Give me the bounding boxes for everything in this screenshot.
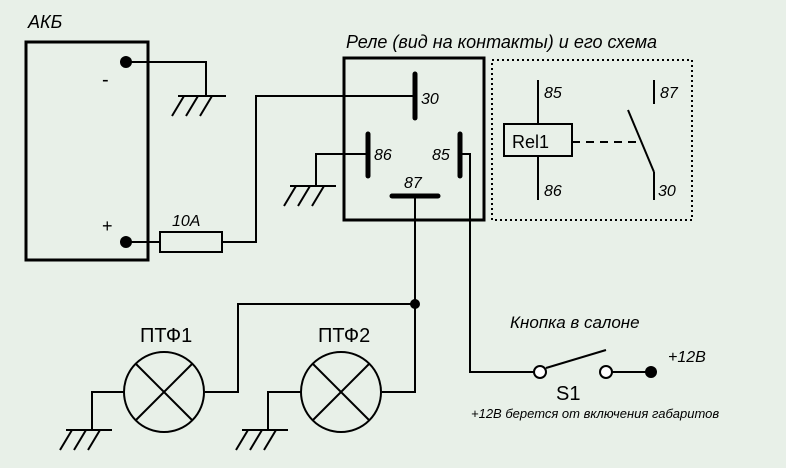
- lamp-2-label: ПТФ2: [318, 325, 370, 347]
- switch-label: S1: [556, 383, 580, 405]
- ground-icon: [283, 185, 336, 207]
- fog-lamp-2: [300, 351, 382, 433]
- battery: АКБ - +: [24, 12, 150, 262]
- ground-icon: [59, 429, 112, 451]
- supply-label: +12В: [668, 349, 706, 366]
- relay-title: Реле (вид на контакты) и его схема: [346, 32, 657, 52]
- button-caption: Кнопка в салоне: [510, 313, 640, 332]
- battery-minus-label: -: [102, 69, 109, 91]
- supply-note: +12В берется от включения габаритов: [471, 406, 719, 421]
- relay-pin-86-label: 86: [374, 147, 392, 164]
- schematic-pin-30-label: 30: [658, 183, 676, 200]
- battery-plus-label: +: [102, 216, 113, 236]
- schematic-pin-87-label: 87: [660, 85, 679, 102]
- relay-pin-87-label: 87: [404, 175, 423, 192]
- relay-schematic: Rel1 85 86 87 30: [491, 59, 693, 221]
- ground-icon: [171, 95, 226, 117]
- fog-lamp-1: [123, 351, 205, 433]
- schematic-pin-86-label: 86: [544, 183, 562, 200]
- supply-terminal: [645, 366, 657, 378]
- relay-pin-30-label: 30: [421, 91, 439, 108]
- relay-coil-label: Rel1: [512, 132, 549, 152]
- lamp-1-label: ПТФ1: [140, 325, 192, 347]
- fuse-label: 10A: [172, 213, 200, 230]
- fuse: [159, 231, 223, 253]
- relay-contact-view: 30 86 85 87: [342, 56, 486, 222]
- schematic-pin-85-label: 85: [544, 85, 562, 102]
- ground-icon: [235, 429, 288, 451]
- relay-pin-85-label: 85: [432, 147, 450, 164]
- cabin-button-switch: [533, 349, 613, 379]
- battery-label: АКБ: [27, 12, 63, 32]
